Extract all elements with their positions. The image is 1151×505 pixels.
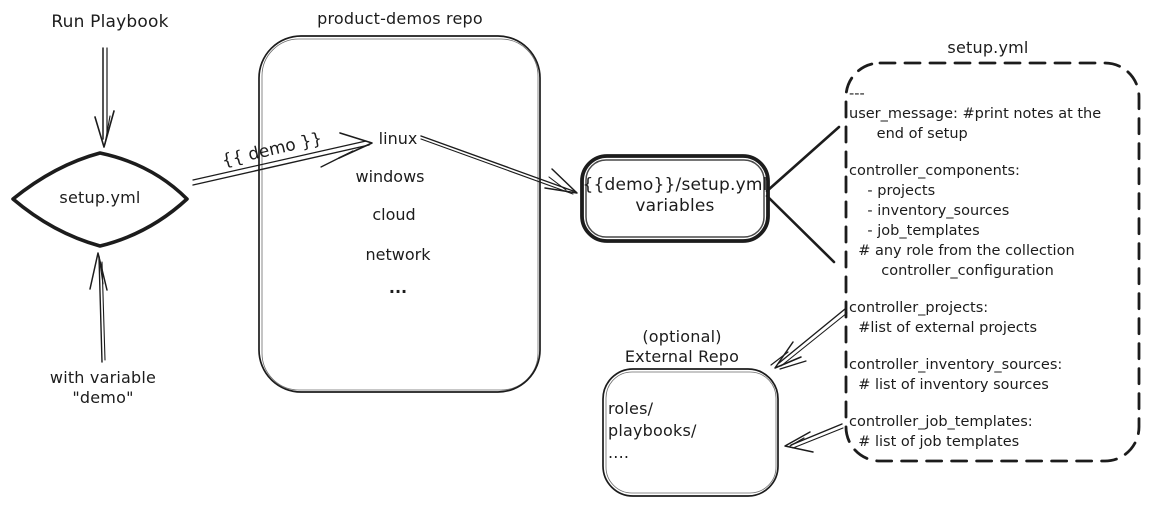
- product-demos-repo-box: [258, 35, 541, 393]
- fan-line-variables-to-setupyml-bottom: [765, 194, 836, 264]
- arrow-projects-to-external-repo: [770, 308, 848, 370]
- external-repo-border-echo: [605, 371, 777, 494]
- setup-yml-content: --- user_message: #print notes at the en…: [849, 84, 1141, 469]
- external-repo-border: [602, 368, 779, 497]
- fan-line-variables-to-setupyml-top: [765, 125, 841, 193]
- repo-box-border-echo: [261, 38, 539, 391]
- arrow-head-icon: [548, 176, 567, 191]
- external-repo-title: (optional) External Repo: [624, 327, 740, 366]
- repo-item-linux: linux: [378, 129, 418, 148]
- arrow-head-icon: [94, 110, 115, 148]
- run-playbook-label: Run Playbook: [51, 12, 169, 32]
- arrow-head-icon: [89, 252, 108, 291]
- repo-item-windows: windows: [355, 167, 425, 186]
- yaml-section-controller-projects: controller_projects: #list of external p…: [849, 300, 1038, 336]
- with-variable-label: with variable "demo": [49, 368, 157, 407]
- arrow-job-templates-to-external-repo: [784, 423, 844, 453]
- diamond-shape: [11, 151, 189, 248]
- repo-box-border: [258, 35, 541, 393]
- setup-diamond: [11, 151, 189, 248]
- arrow-head-icon: [779, 360, 807, 370]
- arrow-head-icon: [320, 150, 354, 168]
- connector-line: [765, 194, 836, 264]
- repo-item-cloud: cloud: [372, 205, 416, 224]
- arrow-shaft: [192, 140, 367, 181]
- dashed-box-border: [844, 61, 1141, 463]
- setup-yml-title: setup.yml: [947, 38, 1029, 57]
- yaml-section-controller-job-templates: controller_job_templates: # list of job …: [849, 414, 1033, 450]
- arrow-head-icon: [789, 437, 805, 447]
- arrow-shaft: [778, 308, 846, 364]
- yaml-section-controller-inventory-sources: controller_inventory_sources: # list of …: [849, 357, 1063, 393]
- external-repo-content: roles/ playbooks/ ....: [608, 399, 697, 462]
- arrow-run-playbook-to-setup: [94, 47, 115, 148]
- arrow-with-variable-to-setup: [89, 252, 108, 363]
- arrow-linux-to-variables: [420, 135, 578, 195]
- arrow-shaft: [420, 138, 574, 195]
- repo-item-ellipsis: ...: [388, 278, 408, 297]
- arrow-head-icon: [544, 168, 578, 194]
- arrow-head-icon: [774, 341, 802, 369]
- arrow-shaft: [790, 423, 843, 446]
- arrow-shaft: [420, 135, 577, 193]
- arrow-head-icon: [104, 115, 111, 145]
- variables-box-border-echo: [585, 159, 765, 238]
- arrow-shaft: [780, 312, 848, 367]
- arrow-shaft: [192, 144, 370, 186]
- setup-yml-dashed-box: [844, 61, 1141, 463]
- external-repo-box: [602, 368, 779, 497]
- yaml-section-user-message: --- user_message: #print notes at the en…: [849, 86, 1102, 142]
- arrow-shaft: [98, 256, 103, 363]
- connector-line: [765, 125, 841, 193]
- arrow-head-icon: [784, 431, 814, 453]
- arrow-head-icon: [770, 351, 789, 366]
- variables-box-label: {{demo}}/setup.yml variables: [582, 175, 768, 216]
- product-demos-repo-title: product-demos repo: [317, 9, 483, 28]
- yaml-section-controller-components: controller_components: - projects - inve…: [849, 163, 1075, 279]
- setup-diamond-label: setup.yml: [59, 188, 141, 207]
- arrow-head-icon: [98, 255, 104, 285]
- arrow-shaft: [792, 427, 844, 449]
- arrow-setup-to-linux: [192, 132, 373, 186]
- repo-item-network: network: [365, 245, 431, 264]
